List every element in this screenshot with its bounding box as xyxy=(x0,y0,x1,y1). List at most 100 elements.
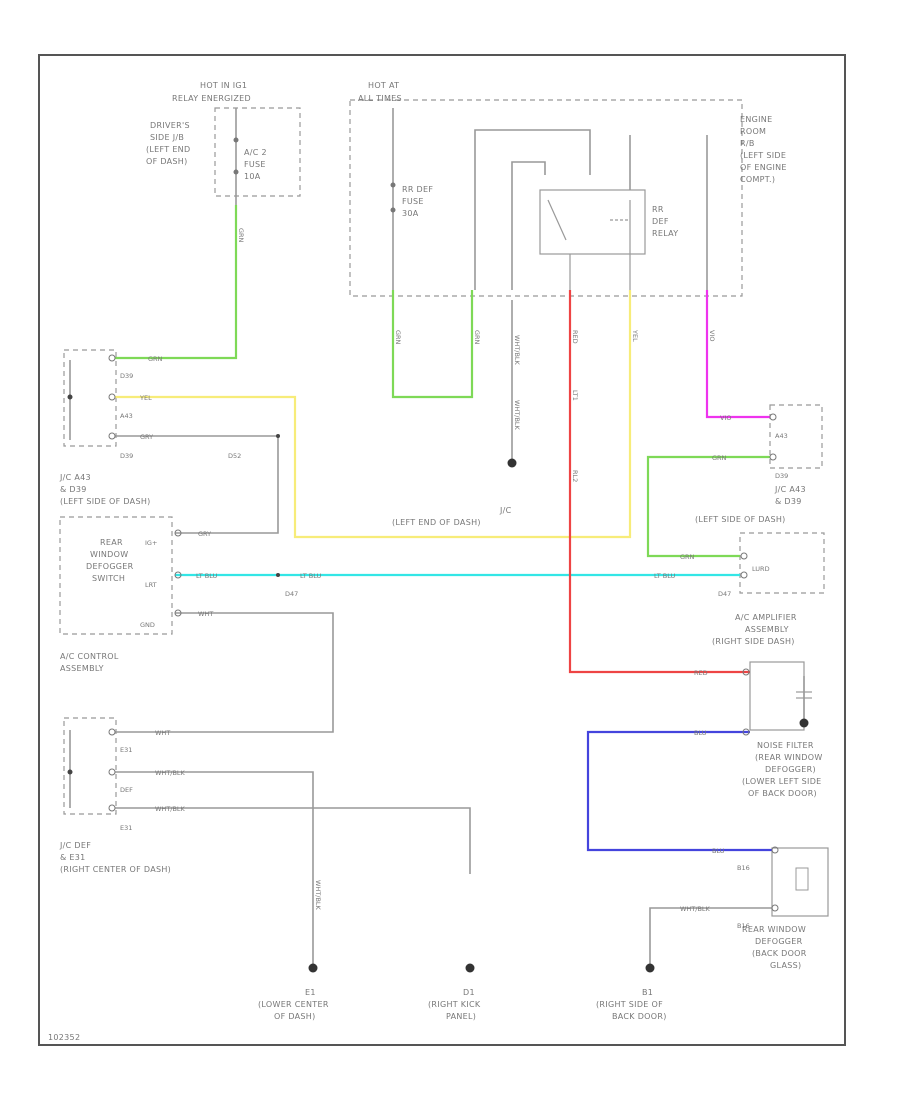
label-noise-4: (LOWER LEFT SIDE xyxy=(742,777,822,786)
label-noise-2: (REAR WINDOW xyxy=(755,753,823,762)
pin-d47-b: D47 xyxy=(718,590,731,598)
wire-gry-switch xyxy=(115,435,279,534)
wl-rl: RL2 xyxy=(571,470,579,482)
label-engine-room-3: R/B xyxy=(740,139,755,148)
label-drivers-jb-2: SIDE J/B xyxy=(150,133,184,142)
label-ac-control: A/C CONTROL xyxy=(60,652,119,661)
pin-d52: D52 xyxy=(228,452,241,460)
wl-grn-1: GRN xyxy=(148,355,163,363)
label-ground-b1-3: BACK DOOR) xyxy=(612,1012,667,1021)
wl-grn-v3: GRN xyxy=(473,330,481,345)
wl-whtblk-v3: WHT/BLK xyxy=(314,880,322,911)
wire-whtblk-b1 xyxy=(649,907,772,964)
wl-red-v1: RED xyxy=(571,330,579,344)
ac-amplifier-box xyxy=(739,532,825,594)
engine-room-rb-box xyxy=(349,99,743,297)
label-noise-3: DEFOGGER) xyxy=(765,765,816,774)
label-rear-switch-2: WINDOW xyxy=(90,550,128,559)
wl-whtblk-1: WHT/BLK xyxy=(155,769,186,777)
ground-noise-icon xyxy=(799,718,809,728)
wl-vio-v1: VIO xyxy=(708,330,716,341)
label-drivers-jb-4: OF DASH) xyxy=(146,157,188,166)
wire-grn-loop xyxy=(391,290,474,399)
label-ac-amp-2: ASSEMBLY xyxy=(745,625,789,634)
wl-wht-1: WHT xyxy=(198,610,213,618)
wl-whtblk-3: WHT/BLK xyxy=(680,905,711,913)
ground-b1-icon xyxy=(645,963,655,973)
label-hot-relay: HOT IN IG1 xyxy=(200,81,247,90)
label-jc-def-2: & E31 xyxy=(60,853,86,862)
wl-ltblu-2: LT BLU xyxy=(300,572,322,580)
wl-ltblu-1: LT BLU xyxy=(196,572,218,580)
label-ground-d1: D1 xyxy=(463,988,475,997)
wire-relay-loop xyxy=(474,129,591,290)
jc-def-box xyxy=(63,717,117,815)
label-jc-a43-right-2: & D39 xyxy=(775,497,802,506)
wl-whtblk-v2: WHT/BLK xyxy=(513,400,521,431)
wire-grn-upper xyxy=(115,205,238,360)
pin-def: DEF xyxy=(120,786,133,794)
wl-whtblk-2: WHT/BLK xyxy=(155,805,186,813)
label-hot-acc: HOT AT xyxy=(368,81,399,90)
label-ground-d1-2: (RIGHT KICK xyxy=(428,1000,481,1009)
label-ground-e1-3: OF DASH) xyxy=(274,1012,316,1021)
label-defogger-4: GLASS) xyxy=(770,961,801,970)
pin-d47-a: D47 xyxy=(285,590,298,598)
label-fuse-ac2-2: FUSE xyxy=(244,160,266,169)
label-fuse-rr-3: 30A xyxy=(402,209,419,218)
label-noise: NOISE FILTER xyxy=(757,741,814,750)
pin-d39-b: D39 xyxy=(120,452,133,460)
wire-whtblk-e1 xyxy=(115,771,314,964)
label-drivers-jb-3: (LEFT END xyxy=(146,145,190,154)
label-ac-amp-3: (RIGHT SIDE DASH) xyxy=(712,637,795,646)
pin-gnd: GND xyxy=(140,621,155,629)
wl-grn-v2: GRN xyxy=(394,330,402,345)
rear-defogger-switch-box xyxy=(59,516,173,635)
wl-wht-2: WHT xyxy=(155,729,170,737)
pin-b16-b: B16 xyxy=(737,922,750,930)
label-noise-5: OF BACK DOOR) xyxy=(748,789,817,798)
pin-a43-a: A43 xyxy=(120,412,133,420)
wire-relay-coil-ground xyxy=(511,161,546,290)
label-jc-a43-left-2: & D39 xyxy=(60,485,87,494)
wl-grn-3: GRN xyxy=(680,553,695,561)
label-fuse-ac2: A/C 2 xyxy=(244,148,267,157)
wl-blu-2: BLU xyxy=(712,847,725,855)
pin-lrt: LRT xyxy=(145,581,157,589)
label-defogger-3: (BACK DOOR xyxy=(752,949,807,958)
wire-vio xyxy=(705,290,770,419)
label-fuse-rr: RR DEF xyxy=(402,185,433,194)
label-ac-control-2: ASSEMBLY xyxy=(60,664,104,673)
label-defogger-2: DEFOGGER xyxy=(755,937,803,946)
ground-whtblk-icon xyxy=(507,458,517,468)
label-jc-def-3: (RIGHT CENTER OF DASH) xyxy=(60,865,171,874)
ground-e1-icon xyxy=(308,963,318,973)
wire-grn-right xyxy=(646,455,770,558)
label-rear-switch: REAR xyxy=(100,538,123,547)
noise-capacitor-icon xyxy=(796,691,812,699)
label-ground-e1: E1 xyxy=(305,988,316,997)
label-jc-a43-left-3: (LEFT SIDE OF DASH) xyxy=(60,497,151,506)
label-relay-3: RELAY xyxy=(652,229,679,238)
pin-b16-a: B16 xyxy=(737,864,750,872)
jc-a43-right-box xyxy=(769,404,823,469)
pin-e31-a: E31 xyxy=(120,746,132,754)
label-relay: RR xyxy=(652,205,664,214)
diagram-frame xyxy=(38,54,846,1046)
wl-lt: LT1 xyxy=(571,390,579,401)
label-jc-a43-right-3: (LEFT SIDE OF DASH) xyxy=(695,515,786,524)
label-hot-acc-2: ALL TIMES xyxy=(358,94,402,103)
rear-window-defogger xyxy=(771,847,829,917)
pin-lurd: LURD xyxy=(752,565,770,573)
wl-gry-2: GRY xyxy=(198,530,211,538)
wire-whtblk-d1 xyxy=(115,807,471,874)
wl-whtblk-v1: WHT/BLK xyxy=(513,335,521,366)
label-drivers-jb: DRIVER'S xyxy=(150,121,190,130)
label-ground-b1: B1 xyxy=(642,988,653,997)
label-hot-relay-2: RELAY ENERGIZED xyxy=(172,94,251,103)
diagram-code: 102352 xyxy=(48,1033,80,1042)
pin-ig: IG+ xyxy=(145,539,157,547)
wire-blu xyxy=(586,730,772,852)
wl-yel-1: YEL xyxy=(139,394,152,402)
label-ground-d1-3: PANEL) xyxy=(446,1012,476,1021)
